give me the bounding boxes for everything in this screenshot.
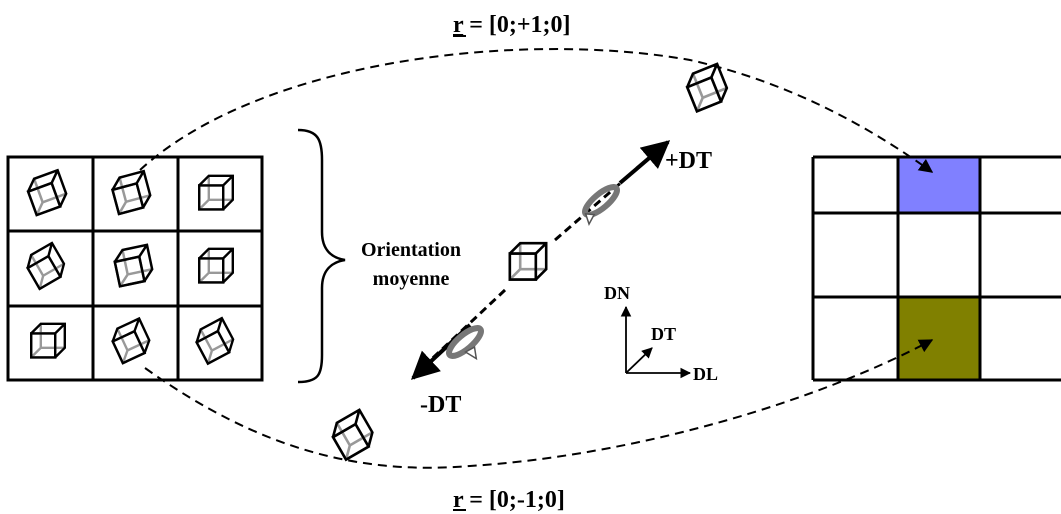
bottom-vector-label: r = [0;-1;0]: [453, 487, 565, 513]
rotation-arrow-icon: [446, 325, 484, 361]
axes-triad: [620, 305, 692, 379]
left-grain-grid: [6, 155, 264, 382]
top-neighbor-cube-icon: [682, 62, 733, 113]
plus-dt-label: +DT: [665, 148, 712, 174]
minus-dt-label: -DT: [420, 392, 461, 418]
axis-dl-label: DL: [693, 364, 718, 384]
axis-dn-label: DN: [604, 283, 630, 303]
top-dashed-arc: [139, 48, 934, 173]
bottom-neighbor-cell: [898, 297, 980, 380]
top-neighbor-cell: [898, 157, 980, 213]
mean-orientation-cube-icon: [508, 241, 548, 281]
brace-shape: [297, 128, 346, 384]
orientation-label-line1: Orientation: [361, 239, 461, 261]
orientation-label-line2: moyenne: [373, 268, 450, 290]
right-neighbor-grid: [811, 155, 1061, 382]
top-vector-label: r = [0;+1;0]: [453, 12, 571, 38]
rotation-arrow-icon: [582, 184, 620, 226]
axis-dt-label: DT: [651, 324, 676, 344]
bottom-dashed-arc: [144, 339, 934, 469]
bottom-neighbor-cube-icon: [326, 408, 379, 461]
